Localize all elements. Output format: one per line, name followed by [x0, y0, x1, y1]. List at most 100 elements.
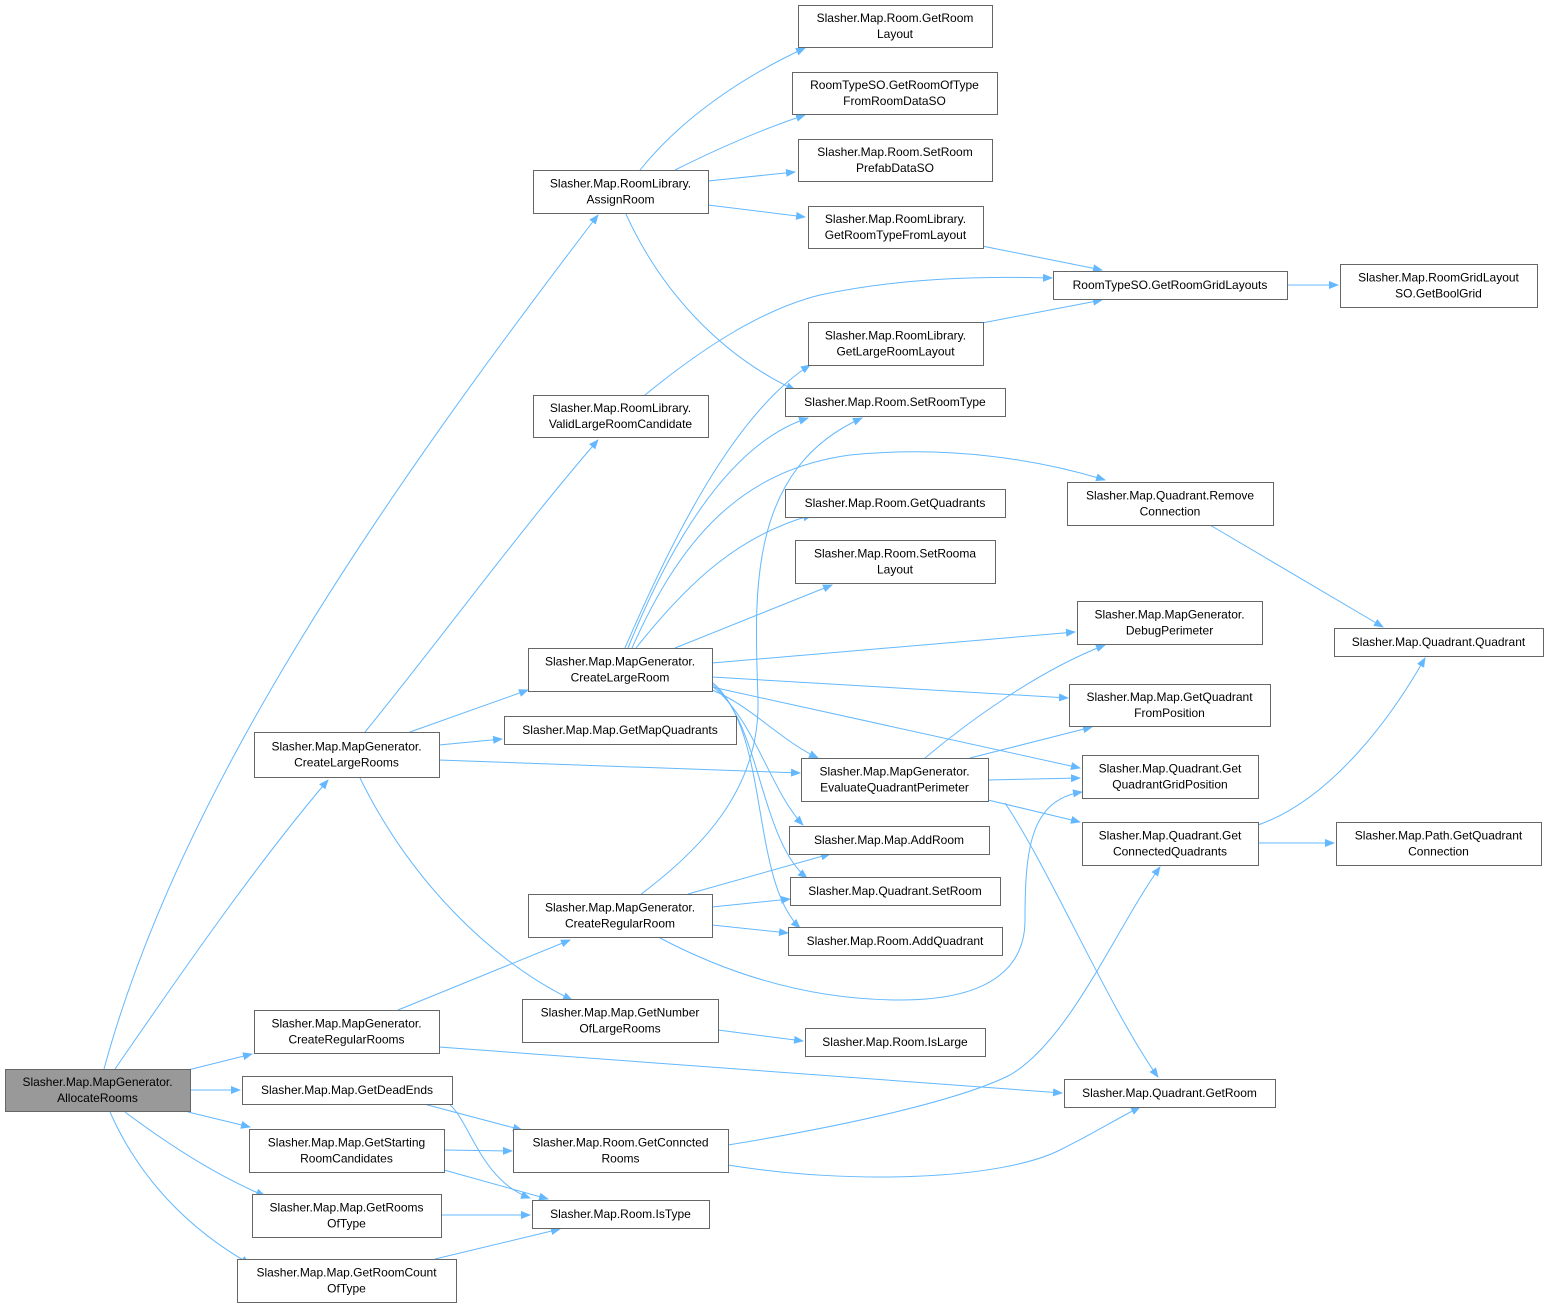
node-box	[1082, 822, 1259, 866]
edge-createregularroom-addroom	[687, 852, 831, 895]
edge-createlargeroom-setroomalayout	[674, 584, 833, 649]
node-isType[interactable]: Slasher.Map.Room.IsType	[532, 1200, 710, 1229]
node-label: GetRoomTypeFromLayout	[825, 228, 967, 242]
edge-createlargeroom-getquadfrompos	[711, 676, 1069, 702]
edge-getstartcand-istype	[443, 1169, 549, 1201]
edge-allocate-createlargerooms	[114, 779, 329, 1070]
node-box	[1067, 482, 1274, 526]
edge-createlargerooms-validlarge	[364, 439, 599, 733]
node-box	[1334, 628, 1544, 657]
node-label: Slasher.Map.Quadrant.Quadrant	[1352, 635, 1526, 649]
node-createRegularRooms[interactable]: Slasher.Map.MapGenerator.CreateRegularRo…	[254, 1010, 440, 1054]
node-validLarge[interactable]: Slasher.Map.RoomLibrary.ValidLargeRoomCa…	[533, 395, 709, 438]
edge-eval-quadgetroom	[1004, 802, 1159, 1078]
node-box	[798, 5, 993, 48]
edge-createlargeroom-debugperimeter	[711, 628, 1076, 664]
node-createLargeRoom[interactable]: Slasher.Map.MapGenerator.CreateLargeRoom	[528, 648, 713, 692]
node-getQuadrants[interactable]: Slasher.Map.Room.GetQuadrants	[785, 489, 1006, 518]
node-getConnectedQuads[interactable]: Slasher.Map.Quadrant.GetConnectedQuadran…	[1082, 822, 1259, 866]
edge-allocate-getstartcand	[187, 1111, 251, 1129]
node-label: Slasher.Map.Quadrant.Get	[1099, 829, 1242, 843]
node-label: Slasher.Map.Map.GetNumber	[541, 1006, 700, 1020]
edge-assign-getroomlayout	[639, 47, 806, 171]
node-box	[808, 322, 984, 366]
node-box	[808, 206, 984, 249]
node-box	[522, 999, 719, 1043]
node-createLargeRooms[interactable]: Slasher.Map.MapGenerator.CreateLargeRoom…	[254, 732, 440, 778]
node-box	[533, 395, 709, 438]
node-box	[252, 1194, 442, 1238]
node-addRoom[interactable]: Slasher.Map.Map.AddRoom	[789, 826, 990, 855]
node-label: Slasher.Map.MapGenerator.	[545, 901, 695, 915]
edge-createlargerooms-evalperimeter	[438, 759, 801, 777]
node-label: Rooms	[601, 1152, 639, 1166]
node-label: Slasher.Map.Quadrant.SetRoom	[808, 884, 981, 898]
edge-allocate-getroomcount	[109, 1111, 251, 1265]
node-box	[792, 72, 998, 115]
node-label: Layout	[877, 563, 914, 577]
node-box	[237, 1259, 457, 1303]
node-label: RoomTypeSO.GetRoomOfType	[810, 78, 979, 92]
node-box	[785, 388, 1006, 417]
node-quadGetRoom[interactable]: Slasher.Map.Quadrant.GetRoom	[1064, 1079, 1276, 1108]
node-label: DebugPerimeter	[1126, 624, 1213, 638]
node-label: Slasher.Map.Room.IsType	[550, 1207, 691, 1221]
node-setRoomType[interactable]: Slasher.Map.Room.SetRoomType	[785, 388, 1006, 417]
node-label: Slasher.Map.MapGenerator.	[819, 765, 969, 779]
node-label: Slasher.Map.MapGenerator.	[271, 1017, 421, 1031]
node-label: Slasher.Map.Room.AddQuadrant	[807, 934, 984, 948]
node-addQuadrant[interactable]: Slasher.Map.Room.AddQuadrant	[788, 927, 1003, 956]
node-getMapQuadrants[interactable]: Slasher.Map.Map.GetMapQuadrants	[504, 716, 737, 745]
node-label: Slasher.Map.Quadrant.Get	[1099, 762, 1242, 776]
edge-getconnrooms-connectedquads	[727, 866, 1161, 1146]
node-label: Slasher.Map.RoomGridLayout	[1358, 271, 1519, 285]
node-box	[1064, 1079, 1276, 1108]
node-getQuadGridPos[interactable]: Slasher.Map.Quadrant.GetQuadrantGridPosi…	[1082, 755, 1259, 799]
node-label: SO.GetBoolGrid	[1395, 287, 1482, 301]
edge-createlargeroom-getlargeroomlayout	[624, 364, 811, 649]
node-getDeadEnds[interactable]: Slasher.Map.Map.GetDeadEnds	[242, 1076, 453, 1105]
node-label: ValidLargeRoomCandidate	[549, 417, 693, 431]
node-label: Slasher.Map.Map.GetQuadrant	[1086, 690, 1253, 704]
edge-createlargerooms-getnumlarge	[359, 777, 573, 1001]
edge-assign-setroomprefab	[707, 168, 796, 182]
node-quadrantCtor[interactable]: Slasher.Map.Quadrant.Quadrant	[1334, 628, 1544, 657]
node-isLarge[interactable]: Slasher.Map.Room.IsLarge	[805, 1028, 986, 1057]
node-label: Slasher.Map.Room.SetRoomType	[804, 395, 986, 409]
node-getRoomTypeFromLayout[interactable]: Slasher.Map.RoomLibrary.GetRoomTypeFromL…	[808, 206, 984, 249]
node-evalPerimeter[interactable]: Slasher.Map.MapGenerator.EvaluateQuadran…	[801, 758, 989, 802]
edge-createlargeroom-setroomtype	[627, 416, 809, 649]
node-box	[533, 170, 709, 214]
node-getLargeRoomLayout[interactable]: Slasher.Map.RoomLibrary.GetLargeRoomLayo…	[808, 322, 984, 366]
node-assignRoom[interactable]: Slasher.Map.RoomLibrary.AssignRoom	[533, 170, 709, 214]
edges	[103, 47, 1426, 1265]
node-label: GetLargeRoomLayout	[836, 345, 955, 359]
node-quadSetRoom[interactable]: Slasher.Map.Quadrant.SetRoom	[790, 877, 1001, 906]
node-box	[789, 826, 990, 855]
node-getStartCand[interactable]: Slasher.Map.Map.GetStartingRoomCandidate…	[249, 1129, 445, 1173]
edge-allocate-assignroom	[103, 214, 599, 1070]
node-createRegularRoom[interactable]: Slasher.Map.MapGenerator.CreateRegularRo…	[528, 894, 713, 938]
node-label: Slasher.Map.Map.GetStarting	[268, 1136, 425, 1150]
node-box	[254, 1010, 440, 1054]
node-getRoomGridLayouts[interactable]: RoomTypeSO.GetRoomGridLayouts	[1053, 271, 1288, 300]
node-label: Slasher.Map.Room.SetRoom	[817, 145, 972, 159]
node-label: FromRoomDataSO	[843, 94, 946, 108]
node-debugPerimeter[interactable]: Slasher.Map.MapGenerator.DebugPerimeter	[1077, 601, 1263, 645]
edge-getconnrooms-quadgetroom	[727, 1106, 1141, 1178]
edge-createlargeroom-removeconnection	[631, 451, 1106, 649]
node-label: RoomTypeSO.GetRoomGridLayouts	[1073, 278, 1268, 292]
node-allocate[interactable]: Slasher.Map.MapGenerator.AllocateRooms	[5, 1069, 191, 1112]
